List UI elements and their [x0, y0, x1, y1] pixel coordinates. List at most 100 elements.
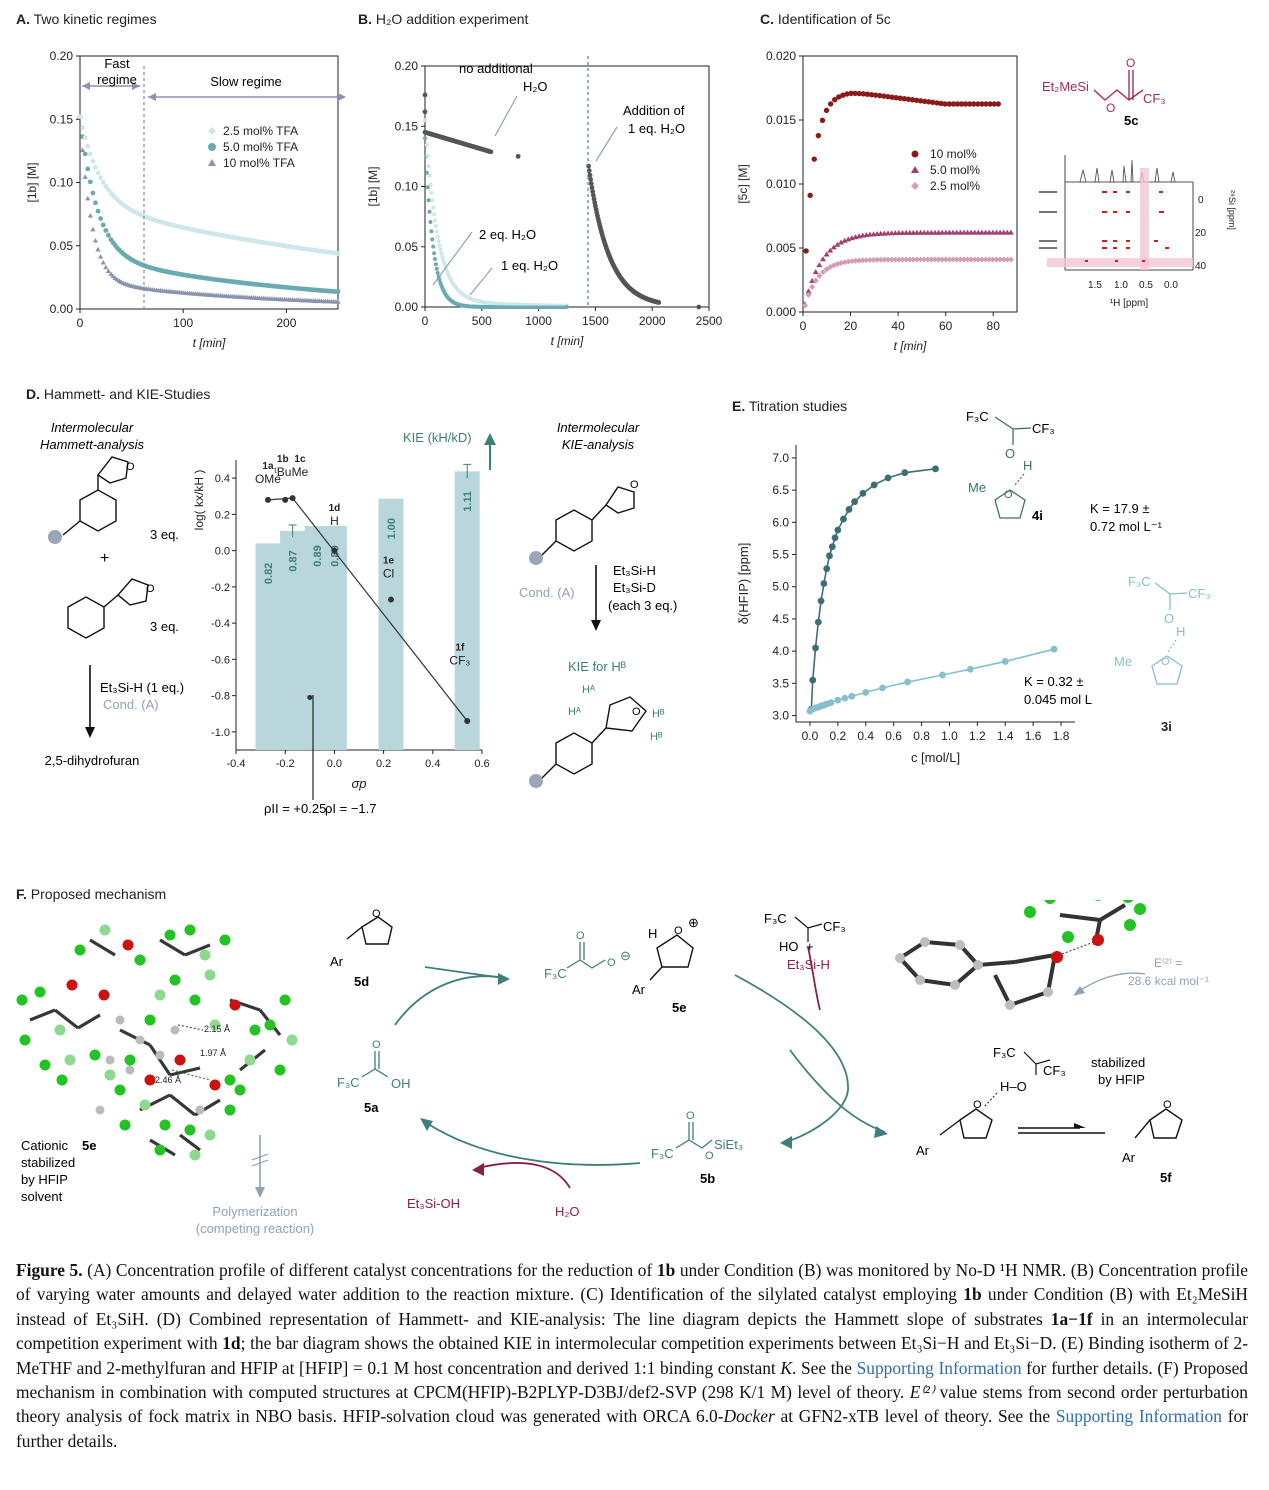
- fluorine-atom: [34, 986, 46, 998]
- svg-text:3i: 3i: [1161, 719, 1172, 734]
- data-point: [422, 92, 428, 98]
- svg-text:O: O: [607, 957, 616, 969]
- svg-text:F₃C: F₃C: [993, 1045, 1016, 1060]
- data-point: [335, 299, 341, 304]
- svg-text:O: O: [126, 461, 135, 473]
- y-axis-label: [5c] [M]: [736, 164, 750, 203]
- svg-text:O: O: [1164, 611, 1174, 626]
- data-point: [90, 190, 96, 196]
- fluorine-atom: [164, 929, 176, 941]
- panel-a-title: A. Two kinetic regimes: [16, 11, 157, 27]
- kie-scheme: Intermolecular KIE-analysis O Cond. (A) …: [519, 420, 677, 788]
- data-point: [921, 98, 928, 105]
- svg-text:CF₃: CF₃: [1188, 586, 1211, 601]
- svg-text:5e: 5e: [672, 1000, 686, 1015]
- data-point: [432, 218, 437, 223]
- data-point: [428, 182, 433, 187]
- hammett-point: [289, 495, 296, 502]
- data-point: [901, 469, 909, 477]
- hammett-point: [264, 496, 271, 503]
- data-point: [441, 257, 446, 262]
- carbon-atom: [105, 1055, 115, 1065]
- b-1eq-small-label: 1 eq. H₂O: [501, 258, 558, 273]
- fluorine-atom: [249, 1024, 261, 1036]
- data-point: [910, 256, 917, 263]
- data-point: [1007, 229, 1014, 235]
- data-point: [860, 91, 867, 97]
- svg-text:KIE for Hᴮ: KIE for Hᴮ: [568, 659, 627, 674]
- carbon-atom: [170, 1025, 180, 1035]
- data-point: [1000, 256, 1007, 263]
- supporting-info-link-2[interactable]: Supporting Information: [1055, 1406, 1222, 1427]
- svg-text:Et₂MeSi: Et₂MeSi: [1042, 79, 1089, 94]
- fluorine-atom: [219, 934, 231, 946]
- carbon-atom: [125, 1065, 135, 1075]
- data-point: [834, 241, 841, 247]
- data-point: [435, 234, 440, 239]
- panel-e-title: E. Titration studies: [732, 398, 848, 414]
- data-point: [966, 101, 973, 107]
- svg-text:O: O: [1004, 489, 1013, 501]
- data-point: [841, 237, 848, 243]
- svg-text:Ar: Ar: [916, 1143, 930, 1158]
- oxygen-atom: [122, 939, 134, 951]
- data-point: [87, 151, 93, 157]
- svg-text:CF₃: CF₃: [1032, 421, 1055, 436]
- supporting-info-link[interactable]: Supporting Information: [856, 1357, 1022, 1378]
- svg-text:Ar: Ar: [632, 982, 646, 997]
- svg-text:Cond. (A): Cond. (A): [103, 697, 159, 712]
- panel-d-title: D. Hammett- and KIE-Studies: [26, 386, 211, 402]
- data-point: [564, 305, 569, 309]
- y-tick-label: 0.05: [395, 240, 419, 254]
- fluorine-atom: [286, 1034, 298, 1046]
- data-point: [934, 100, 940, 106]
- y-tick-label: 0.00: [50, 302, 74, 316]
- hammett-scheme: Intermolecular Hammett-analysis O 3 eq. …: [40, 420, 184, 768]
- data-point: [993, 256, 1000, 263]
- y-tick-label: 7.0: [772, 451, 789, 465]
- legend-label: 10 mol% TFA: [223, 156, 295, 170]
- svg-text:0.72 mol L⁻¹: 0.72 mol L⁻¹: [1090, 519, 1163, 534]
- x-tick-label: 0.8: [913, 729, 930, 743]
- svg-text:CF₃: CF₃: [823, 919, 846, 934]
- data-point: [885, 93, 891, 100]
- panel-f-title: F. Proposed mechanism: [16, 886, 167, 902]
- svg-text:4i: 4i: [1032, 508, 1043, 523]
- legend-marker: [911, 150, 919, 158]
- data-point: [924, 256, 931, 263]
- carbon-atom: [115, 1015, 125, 1025]
- data-point: [909, 97, 916, 103]
- computed-structure-5f-hfip: E⁽²⁾ = 28.6 kcal mol⁻¹: [895, 900, 1209, 1010]
- x-axis-label: t [min]: [894, 339, 927, 353]
- fluorine-atom: [19, 1034, 31, 1046]
- y-tick-label: 0.020: [766, 49, 796, 63]
- data-point: [845, 258, 852, 265]
- data-point: [899, 256, 906, 263]
- y-tick-label: 0.4: [215, 473, 230, 485]
- fluorine-atom: [234, 1084, 246, 1096]
- data-point: [85, 143, 91, 149]
- data-point: [939, 256, 946, 263]
- 3i-structure: F₃C CF₃ O H Me O 3i: [1114, 574, 1211, 734]
- compound-label: 1c: [294, 454, 306, 465]
- data-point: [968, 256, 975, 263]
- y-axis-label: δ(HFIP) [ppm]: [736, 543, 751, 625]
- data-point: [827, 101, 834, 107]
- carbon-atom: [95, 1105, 105, 1115]
- hmbc-inset: 1.5 1.0 0.5 0.0 ¹H [ppm] 0 20 40 ²⁹Si [p…: [1039, 155, 1237, 309]
- carbon-atom: [195, 1105, 205, 1115]
- plot-frame: [802, 55, 1018, 313]
- svg-text:H–O: H–O: [1000, 1079, 1027, 1094]
- compound-label: 1e: [383, 555, 395, 566]
- data-point: [803, 248, 809, 254]
- fluorine-atom: [104, 1069, 116, 1081]
- fluorine-atom: [224, 1104, 236, 1116]
- data-point: [995, 101, 1002, 107]
- data-point: [85, 166, 91, 172]
- substituent-label: H: [330, 514, 339, 528]
- data-point: [827, 699, 835, 707]
- data-point: [587, 172, 593, 178]
- svg-text:(competing reaction): (competing reaction): [196, 1221, 315, 1236]
- 4i-structure: F₃C CF₃ O H Me O 4i K = 17.9 ± 0.72 mol …: [966, 409, 1163, 534]
